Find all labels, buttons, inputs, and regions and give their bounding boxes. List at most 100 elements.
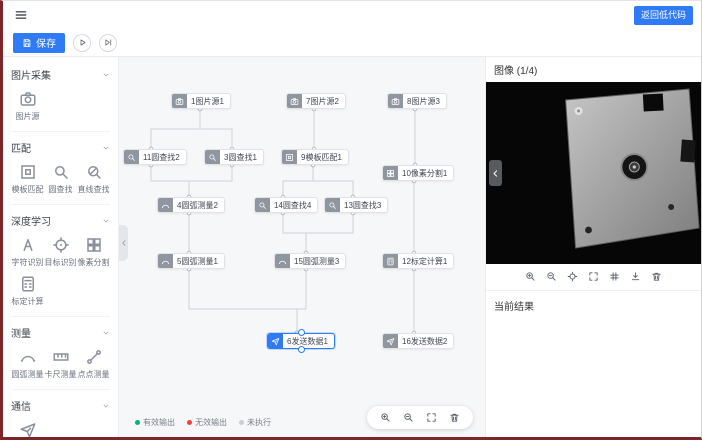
flow-node[interactable]: 6发送数据1	[267, 329, 335, 353]
circle-find-icon	[52, 163, 70, 181]
sidebar-item-caliper[interactable]: 卡尺测量	[44, 348, 77, 380]
flow-node-label: 10像素分割1	[402, 168, 448, 178]
trash-icon	[651, 271, 662, 282]
grid-button[interactable]	[609, 271, 620, 282]
sidebar-section-header[interactable]: 深度学习	[11, 211, 110, 236]
sidebar-item-ocr[interactable]: 字符识别	[11, 236, 44, 268]
flow-node-label: 1图片源1	[191, 96, 224, 106]
sidebar-item-point2[interactable]: 点点测量	[77, 348, 110, 380]
zoom-out-button[interactable]	[546, 271, 557, 282]
sidebar-item-image-source[interactable]: 图片源	[11, 90, 44, 122]
zoom-in-button[interactable]	[525, 271, 536, 282]
legend-item: 未执行	[239, 417, 271, 428]
sidebar-item-pixel[interactable]: 像素分割	[77, 236, 110, 268]
flow-edge	[296, 269, 307, 333]
flow-node-icon	[287, 94, 302, 108]
send-icon	[271, 337, 280, 346]
send-icon	[386, 337, 395, 346]
flow-node[interactable]: 11圆查找2	[123, 149, 187, 165]
flow-node[interactable]: 13圆查找3	[324, 197, 389, 213]
flow-node[interactable]: 5圆弧测量1	[157, 253, 225, 269]
flow-node[interactable]: 12标定计算1	[382, 253, 455, 269]
flow-node[interactable]: 8图片源3	[387, 93, 447, 109]
flow-node-label: 12标定计算1	[402, 256, 448, 266]
run-button[interactable]	[73, 33, 91, 52]
locate-button[interactable]	[567, 271, 578, 282]
previous-image-button[interactable]	[489, 160, 502, 186]
menu-button[interactable]	[11, 5, 31, 25]
flow-node-label: 7图片源2	[306, 96, 339, 106]
flow-node-label: 13圆查找3	[344, 200, 382, 210]
flow-node[interactable]: 7图片源2	[286, 93, 346, 109]
sidebar-section-header[interactable]: 测量	[11, 323, 110, 348]
flow-node-icon	[172, 94, 187, 108]
sidebar-section-header[interactable]: 通信	[11, 396, 110, 421]
sidebar-item-template-match[interactable]: 模板匹配	[11, 163, 44, 195]
flow-node[interactable]: 14圆查找4	[254, 197, 319, 213]
calc-icon	[19, 275, 37, 293]
fit-button[interactable]	[588, 271, 599, 282]
sidebar-section-header[interactable]: 图片采集	[11, 65, 110, 90]
sidebar-item-target[interactable]: 目标识别	[44, 236, 77, 268]
image-toolbar	[486, 264, 701, 290]
arc-icon	[161, 257, 170, 266]
back-to-lowcode-button[interactable]: 返回低代码	[633, 5, 693, 25]
sidebar-item-label: 圆弧测量	[11, 370, 44, 379]
circle-find-icon	[208, 153, 217, 162]
sidebar-item-arc[interactable]: 圆弧测量	[11, 348, 44, 380]
flow-node[interactable]: 1图片源1	[171, 93, 231, 109]
zoom-out-button[interactable]	[403, 412, 414, 423]
sidebar-item-calc[interactable]: 标定计算	[11, 275, 44, 307]
flow-node[interactable]: 10像素分割1	[382, 165, 455, 181]
chevdown-icon	[102, 71, 110, 79]
trash-button[interactable]	[449, 412, 460, 423]
flow-node-icon	[383, 166, 398, 180]
sidebar-section-items: 图片源	[11, 90, 110, 122]
sidebar-item-send[interactable]: 发送数据	[11, 421, 44, 437]
flow-node[interactable]: 4圆弧测量2	[157, 197, 225, 213]
sidebar-item-label: 标定计算	[11, 297, 44, 306]
trash-button[interactable]	[651, 271, 662, 282]
chevron-left-icon	[120, 239, 128, 247]
sidebar-item-circle-find[interactable]: 圆查找	[44, 163, 77, 195]
run-step-button[interactable]	[99, 33, 117, 52]
image-source-icon	[391, 97, 400, 106]
flow-node[interactable]: 16发送数据2	[382, 333, 455, 349]
arc-icon	[161, 201, 170, 210]
flow-node[interactable]: 9模板匹配1	[281, 149, 349, 165]
fit-button[interactable]	[426, 412, 437, 423]
ocr-icon	[19, 236, 37, 254]
collapse-sidebar-handle[interactable]	[119, 225, 128, 261]
legend-label: 未执行	[247, 418, 271, 427]
flow-node-label: 16发送数据2	[402, 336, 448, 346]
save-button[interactable]: 保存	[13, 32, 65, 53]
sidebar-section-items: 发送数据	[11, 421, 110, 437]
sidebar-item-label: 图片源	[15, 112, 40, 121]
download-icon	[630, 271, 641, 282]
sidebar-section-header[interactable]: 匹配	[11, 138, 110, 163]
zoom-in-button[interactable]	[380, 412, 391, 423]
play-step-icon	[104, 38, 113, 47]
flow-node-icon	[282, 150, 297, 164]
legend-dot	[187, 420, 192, 425]
flow-canvas[interactable]: 1图片源1 7图片源2 8图片源3 11圆查找2 3圆查找1 9模板匹配1 10像素分割1 4…	[119, 57, 485, 437]
flow-node[interactable]: 15圆弧测量3	[274, 253, 347, 269]
sidebar-item-label: 卡尺测量	[44, 370, 77, 379]
template-match-icon	[19, 163, 37, 181]
image-viewer[interactable]	[486, 82, 701, 264]
flow-node-label: 5圆弧测量1	[177, 256, 218, 266]
save-icon	[22, 38, 32, 48]
image-panel-title: 图像 (1/4)	[494, 66, 538, 77]
download-button[interactable]	[630, 271, 641, 282]
sidebar-item-label: 点点测量	[77, 370, 110, 379]
flow-node-icon	[383, 254, 398, 268]
legend-dot	[239, 420, 244, 425]
sidebar-item-line-find[interactable]: 直线查找	[77, 163, 110, 195]
legend-item: 有效输出	[135, 417, 175, 428]
flow-node[interactable]: 3圆查找1	[204, 149, 264, 165]
sidebar-item-label: 模板匹配	[11, 185, 44, 194]
legend-dot	[135, 420, 140, 425]
flow-node-label: 6发送数据1	[287, 336, 328, 346]
sidebar-section-title: 深度学习	[11, 217, 51, 228]
sidebar-item-label: 目标识别	[44, 258, 77, 267]
